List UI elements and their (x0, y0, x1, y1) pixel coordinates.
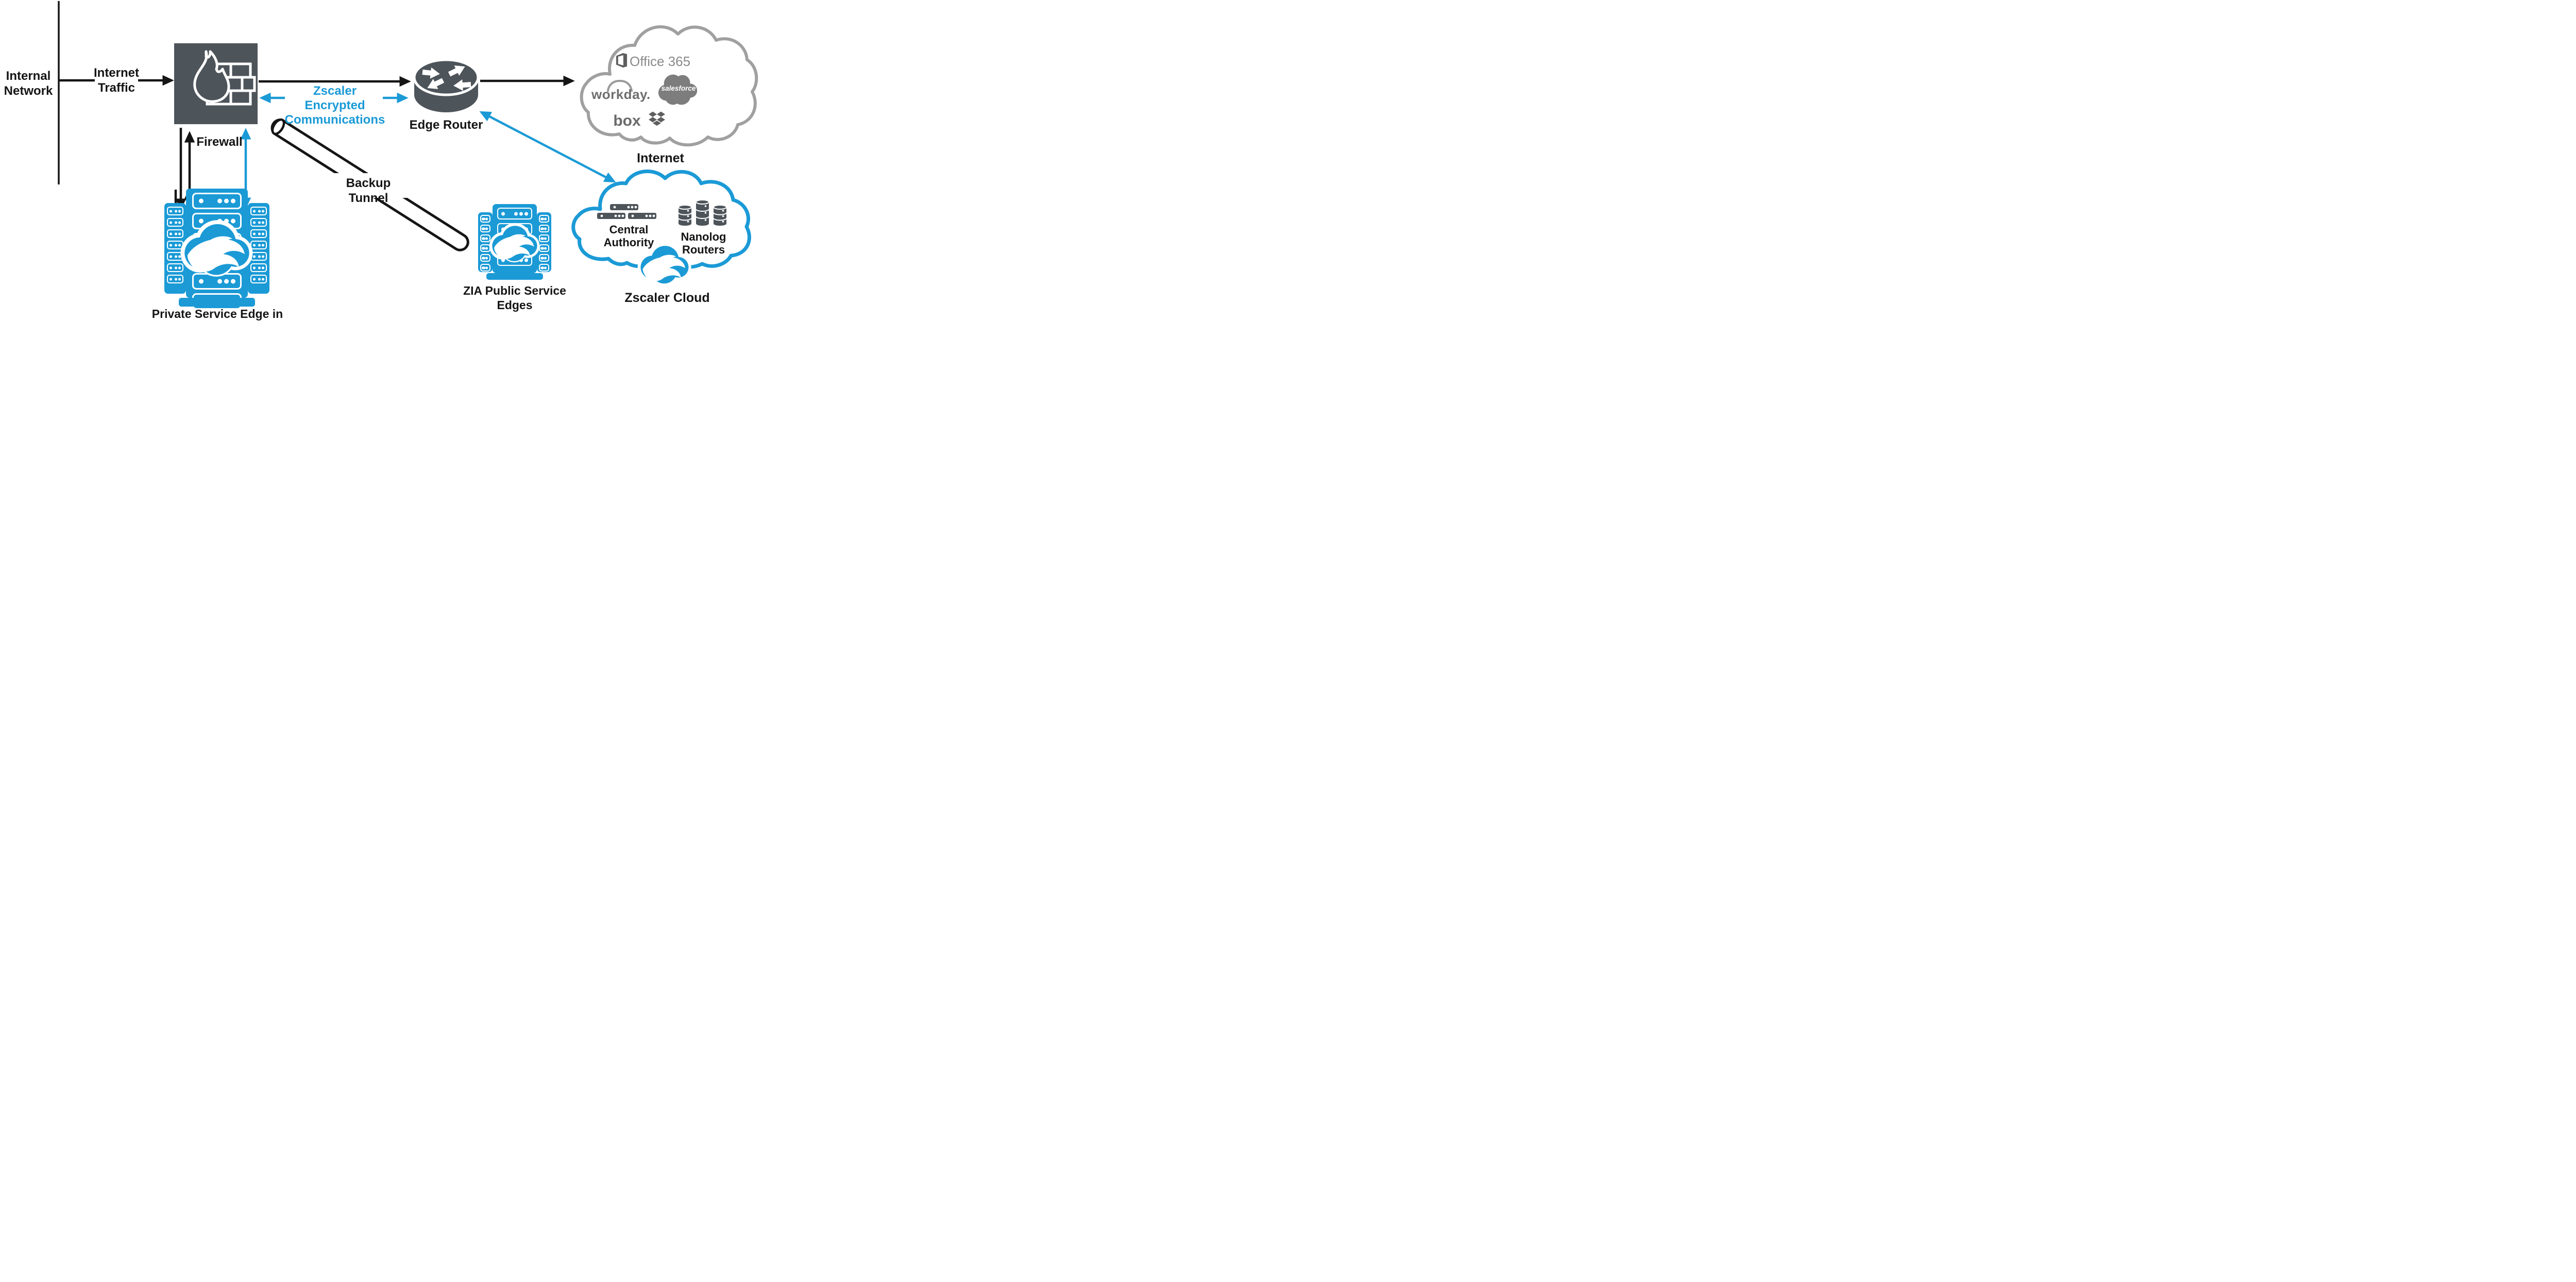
zia-rack-right (537, 212, 551, 272)
edge-router-label: Edge Router (409, 118, 483, 132)
zscaler-logo-icon (487, 223, 542, 263)
central-authority-label: Central Authority (603, 223, 654, 249)
zia-rack-left (478, 212, 493, 272)
internet-traffic-label: Internet Traffic (93, 66, 139, 95)
zscaler-logo-icon (179, 220, 255, 277)
salesforce-logo: salesforce (656, 71, 701, 108)
backup-tunnel-pipe (270, 118, 469, 251)
central-authority-servers-icon (597, 204, 656, 219)
private-service-edge-label: Private Service Edge in DMZ (151, 307, 283, 320)
internet-cloud-node: Office 365 workday. salesforce box (576, 14, 758, 153)
firewall-icon (193, 50, 256, 106)
firewall-label: Firewall (196, 135, 243, 149)
zscaler-cloud-label: Zscaler Cloud (624, 291, 710, 305)
office365-icon (616, 53, 628, 68)
zscaler-encrypted-label: Zscaler Encrypted Communications (284, 84, 385, 127)
zia-public-service-edges-label: ZIA Public Service Edges (463, 284, 566, 312)
backup-tunnel-label-gap (325, 173, 412, 198)
arrow-edge-router-zscaler-cloud-bidir (479, 111, 616, 183)
dropbox-icon (649, 111, 665, 126)
salesforce-cloud-icon (658, 74, 698, 105)
edge-router-icon (413, 58, 480, 112)
firewall-node (174, 43, 258, 124)
nanolog-routers-icon (679, 199, 727, 226)
private-se-rack-right (248, 203, 269, 294)
box-logo: box (613, 112, 641, 129)
office365-logo: Office 365 (630, 54, 691, 69)
workday-logo: workday. (591, 87, 651, 102)
zia-rack-base (486, 273, 543, 280)
flame-icon (193, 50, 230, 103)
private-se-rack-base (179, 298, 255, 307)
edge-router-node (413, 58, 480, 115)
zscaler-logo-icon (637, 242, 692, 285)
diagram-canvas: Internal Network Internet Traffic Firewa… (0, 0, 808, 320)
internet-label: Internet (637, 151, 684, 165)
backup-tunnel-opening (271, 118, 285, 136)
nanolog-routers-label: Nanolog Routers (681, 230, 726, 256)
backup-tunnel-label: Backup Tunnel (346, 176, 391, 206)
zscaler-cloud-node: Central Authority Nanolog Routers (568, 168, 764, 270)
internal-network-label: Internal Network (4, 69, 53, 98)
